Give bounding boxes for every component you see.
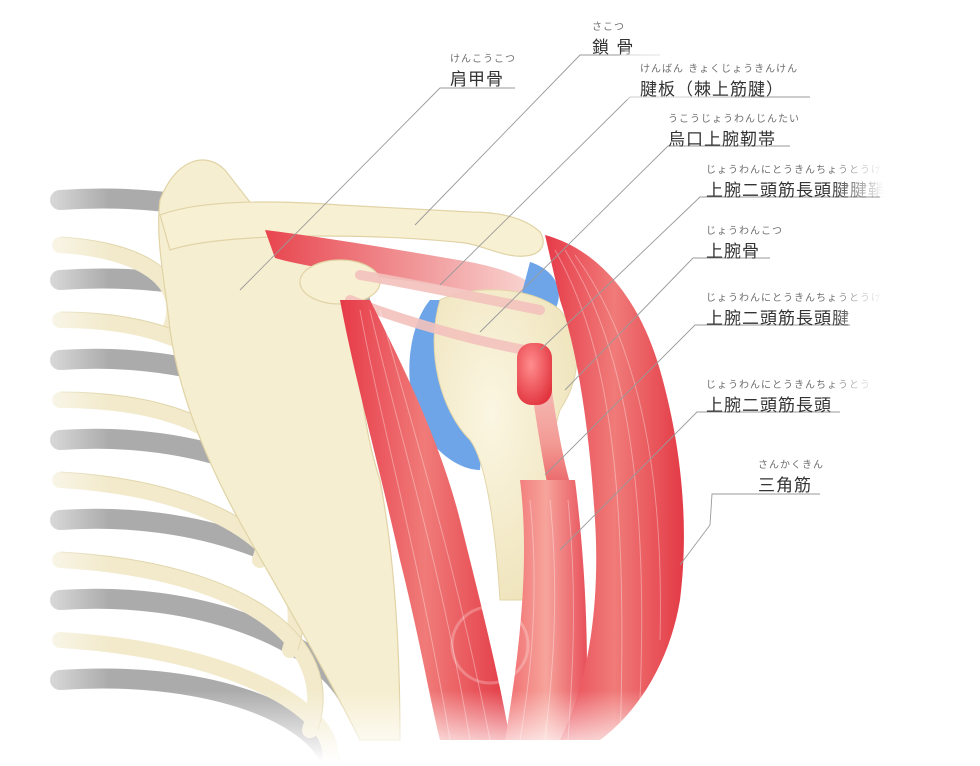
- coracoid-process: [299, 259, 381, 305]
- watermark-seal: [450, 605, 530, 685]
- label-humerus-name: 上腕骨: [706, 242, 760, 262]
- label-tendon-highlight: [612, 46, 790, 104]
- label-humerus-ruby: じょうわんこつ: [706, 226, 783, 237]
- label-biceps-long-head-ruby: じょうわんにとうきんちょうとう: [706, 380, 871, 391]
- label-scapula-ruby: けんこうこつ: [450, 54, 516, 65]
- label-biceps-long-head-tendon-ruby: じょうわんにとうきんちょうとうけん: [706, 293, 884, 304]
- label-rotator-cuff-name: 腱板（棘上筋腱）: [640, 80, 784, 100]
- label-biceps-tendon-sheath: じょうわんにとうきんちょうとうけんけんしょう 上腕二頭筋長頭腱腱鞘: [706, 161, 884, 201]
- deltoid-muscle: [545, 235, 684, 740]
- supraspinatus-muscle: [265, 230, 545, 315]
- biceps-tendon-origin: [517, 343, 552, 405]
- label-rotator-cuff-ruby: けんばん きょくじょうきんけん: [640, 64, 799, 75]
- label-biceps-long-head-tendon-name: 上腕二頭筋長頭腱: [706, 309, 850, 329]
- muscle-fibers: [359, 249, 661, 741]
- label-humerus: じょうわんこつ 上腕骨: [706, 222, 783, 262]
- label-coracohumeral-name: 烏口上腕靭帯: [668, 130, 776, 150]
- label-scapula: けんこうこつ 肩甲骨: [450, 50, 516, 90]
- label-coracohumeral-ruby: うこうじょうわんじんたい: [668, 114, 800, 125]
- label-biceps-long-head-tendon: じょうわんにとうきんちょうとうけん 上腕二頭筋長頭腱: [706, 289, 884, 329]
- label-biceps-tendon-sheath-name: 上腕二頭筋長頭腱腱鞘: [706, 181, 884, 201]
- label-deltoid: さんかくきん 三角筋: [758, 456, 824, 496]
- label-scapula-name: 肩甲骨: [450, 70, 504, 90]
- label-coracohumeral-ligament: うこうじょうわんじんたい 烏口上腕靭帯: [668, 110, 800, 150]
- label-biceps-tendon-sheath-ruby: じょうわんにとうきんちょうとうけんけんしょう: [706, 165, 884, 176]
- label-deltoid-name: 三角筋: [758, 476, 812, 496]
- label-biceps-long-head: じょうわんにとうきんちょうとう 上腕二頭筋長頭: [706, 376, 878, 416]
- clavicle-shape: [159, 201, 544, 257]
- label-biceps-long-head-name: 上腕二頭筋長頭: [706, 396, 832, 416]
- label-rotator-cuff: けんばん きょくじょうきんけん 腱板（棘上筋腱）: [640, 60, 798, 100]
- label-clavicle-ruby: さこつ: [592, 22, 625, 33]
- label-deltoid-ruby: さんかくきん: [758, 460, 824, 471]
- biceps-long-head-muscle: [505, 480, 587, 740]
- biceps-short-head: [340, 300, 510, 740]
